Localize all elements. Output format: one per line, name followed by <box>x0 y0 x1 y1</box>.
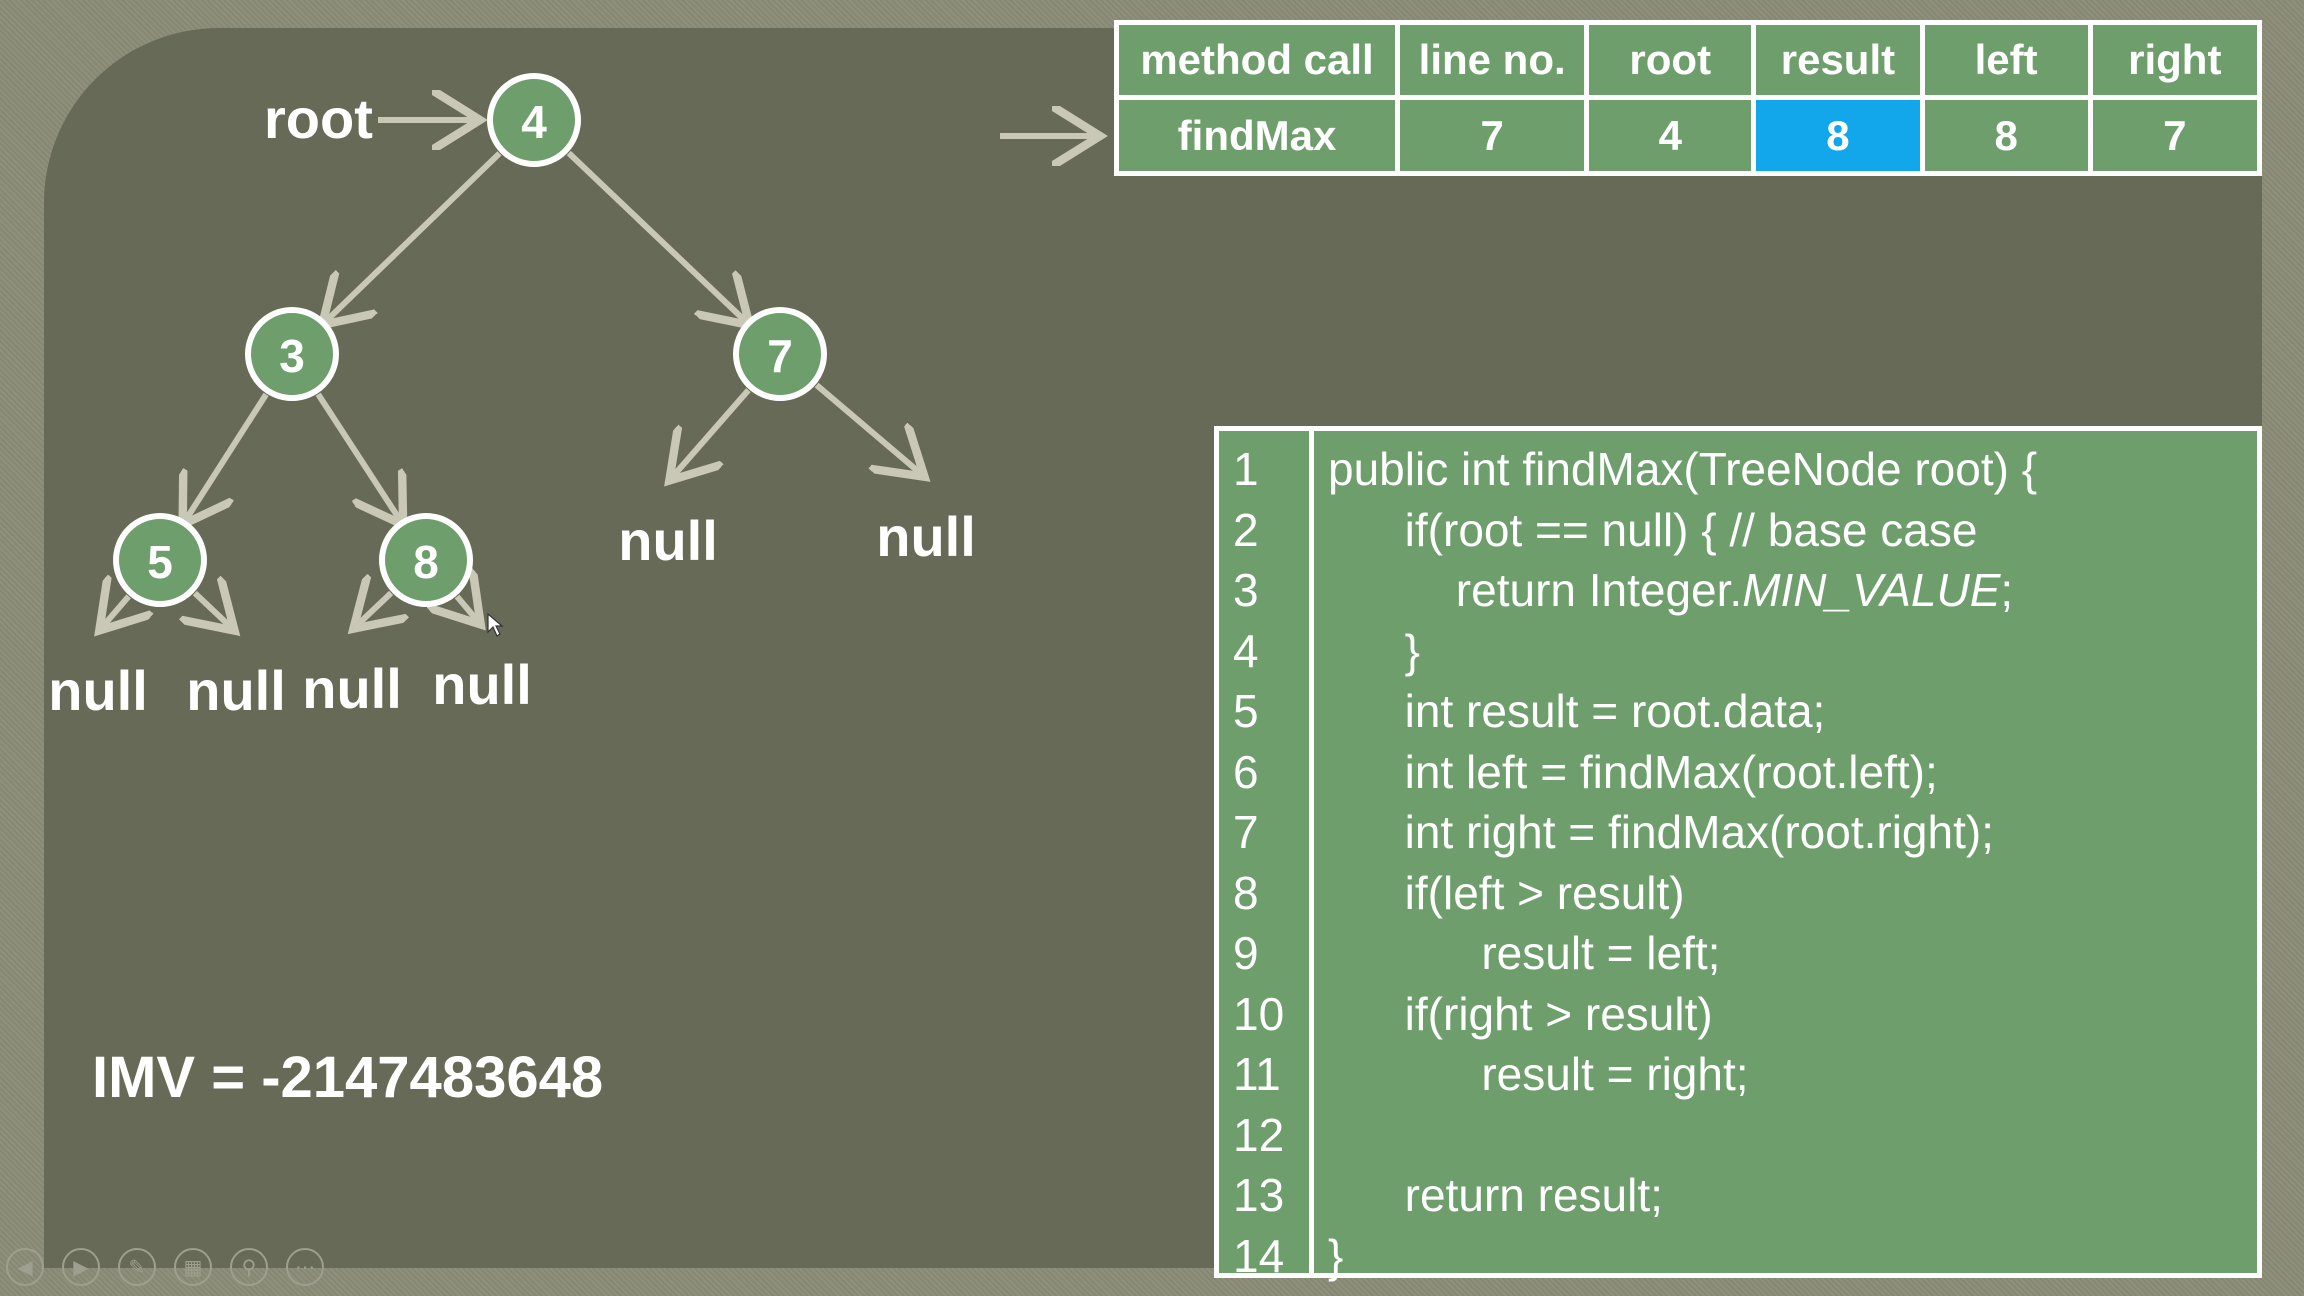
code-line: result = left; <box>1328 927 1721 979</box>
null-leaf-label: null <box>302 657 402 720</box>
tree-edge-n7-null-7-left <box>673 388 751 476</box>
code-line: } <box>1328 624 1421 677</box>
mouse-cursor-icon <box>487 612 504 637</box>
trace-header-method-call: method call <box>1113 20 1401 100</box>
tree-node-value: 3 <box>279 330 305 382</box>
tree-edge-n4-n7 <box>566 150 745 321</box>
null-leaf-label: null <box>48 659 148 722</box>
tree-edge-n4-n3 <box>327 151 502 320</box>
code-constant: MIN_VALUE <box>1742 564 2001 616</box>
root-pointer-label: root <box>264 87 373 150</box>
tree-node-7: 7 <box>733 307 827 401</box>
code-line: return result; <box>1328 1169 1663 1221</box>
trace-cell: findMax <box>1113 95 1401 176</box>
line-number: 5 <box>1233 685 1259 737</box>
line-number: 4 <box>1233 624 1259 677</box>
tree-edge-n5-null-5-right <box>195 593 230 626</box>
code-line: if(root == null) { // base case <box>1328 503 1978 556</box>
slides-grid-icon[interactable]: ▦ <box>174 1248 212 1286</box>
trace-cell: 7 <box>2087 95 2263 176</box>
line-number: 1 <box>1233 443 1259 495</box>
trace-cell: 4 <box>1584 95 1757 176</box>
code-line: result = right; <box>1328 1048 1749 1100</box>
tree-node-5: 5 <box>113 513 207 607</box>
code-line: if(left > result) <box>1328 866 1685 919</box>
tree-edge-n3-n5 <box>186 392 269 519</box>
tree-edge-n5-null-5-left <box>103 596 128 626</box>
tree-edge-n8-null-8-left <box>358 593 391 625</box>
code-line: if(right > result) <box>1328 987 1713 1040</box>
code-line: int left = findMax(root.left); <box>1328 745 1938 798</box>
pen-icon[interactable]: ✎ <box>118 1248 156 1286</box>
line-number: 13 <box>1233 1169 1285 1221</box>
line-number: 3 <box>1233 564 1259 616</box>
code-line: int right = findMax(root.right); <box>1328 806 1994 858</box>
zoom-icon[interactable]: ⚲ <box>230 1248 268 1286</box>
trace-cell: 8 <box>1751 95 1925 176</box>
trace-cell: 8 <box>1919 95 2093 176</box>
code-line: int result = root.data; <box>1328 685 1826 737</box>
code-lines-column: public int findMax(TreeNode root) { if(r… <box>1314 431 2257 1282</box>
tree-node-value: 4 <box>521 96 547 148</box>
next-slide-icon[interactable]: ▶ <box>62 1248 100 1286</box>
tree-node-value: 8 <box>413 536 439 588</box>
tree-node-circle <box>379 513 473 607</box>
tree-node-circle <box>733 307 827 401</box>
line-number: 10 <box>1233 987 1285 1040</box>
trace-header-left: left <box>1919 20 2093 100</box>
tree-node-3: 3 <box>245 307 339 401</box>
trace-header-line-no: line no. <box>1395 20 1590 100</box>
tree-node-8: 8 <box>379 513 473 607</box>
trace-header-result: result <box>1751 20 1925 100</box>
line-number: 6 <box>1233 745 1259 798</box>
null-leaf-label: null <box>432 653 532 716</box>
trace-cell: 7 <box>1395 95 1590 176</box>
tree-node-value: 5 <box>147 536 173 588</box>
trace-header-root: root <box>1584 20 1757 100</box>
tree-node-circle <box>487 73 581 167</box>
tree-edge-n8-null-8-right <box>457 597 477 620</box>
null-leaf-label: null <box>186 659 286 722</box>
line-number: 11 <box>1233 1048 1281 1100</box>
tree-node-value: 7 <box>767 330 793 382</box>
code-line <box>1314 1105 2257 1166</box>
code-line: public int findMax(TreeNode root) { <box>1328 443 2038 495</box>
line-number: 9 <box>1233 927 1259 979</box>
line-number: 7 <box>1233 806 1259 858</box>
playback-controls: ◀ ▶ ✎ ▦ ⚲ ⋯ <box>6 1248 324 1286</box>
tree-edge-n3-n8 <box>315 392 400 520</box>
code-line: return Integer.MIN_VALUE; <box>1328 564 2014 616</box>
prev-slide-icon[interactable]: ◀ <box>6 1248 44 1286</box>
line-number: 2 <box>1233 503 1259 556</box>
line-number: 8 <box>1233 866 1259 919</box>
tree-node-circle <box>245 307 339 401</box>
tree-node-4: 4 <box>487 73 581 167</box>
line-number: 12 <box>1233 1108 1285 1161</box>
null-leaf-label: null <box>876 505 976 568</box>
code-line: } <box>1328 1229 1344 1282</box>
trace-header-right: right <box>2087 20 2263 100</box>
tree-node-circle <box>113 513 207 607</box>
line-number: 14 <box>1233 1229 1285 1282</box>
tree-edge-n7-null-7-right <box>814 382 920 473</box>
null-leaf-label: null <box>618 509 718 572</box>
more-options-icon[interactable]: ⋯ <box>286 1248 324 1286</box>
imv-note: IMV = -2147483648 <box>92 1045 604 1110</box>
